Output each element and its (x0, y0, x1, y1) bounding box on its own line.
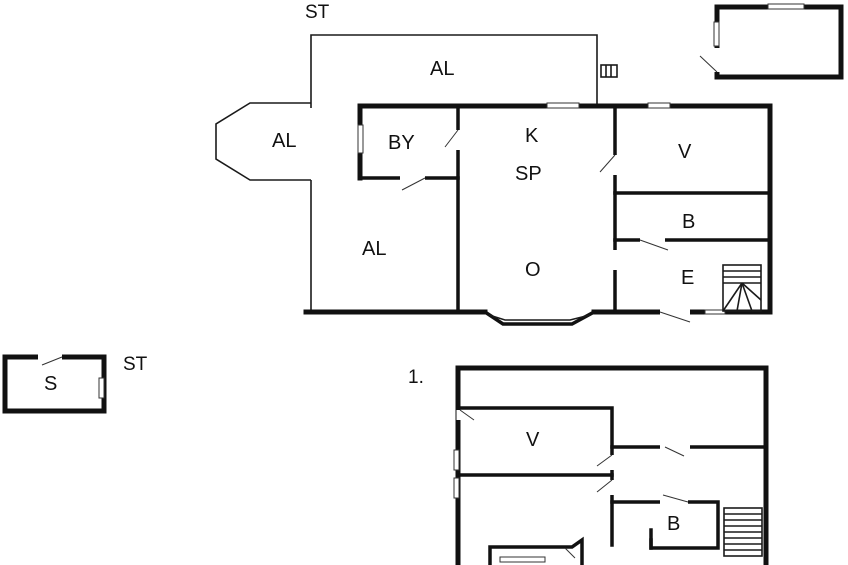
ground-floor-header: ST (305, 2, 330, 23)
patio-steps (600, 64, 618, 78)
house-exterior-wall (357, 103, 773, 315)
patio-outline (310, 34, 598, 108)
first-floor: 1. V B (408, 365, 769, 565)
first-floor-room-b: B (667, 513, 680, 535)
room-al-bay: AL (272, 130, 296, 152)
room-sp: SP (515, 163, 542, 185)
bay-window-wall (482, 309, 597, 326)
room-k: K (525, 125, 539, 147)
first-floor-header: 1. (408, 367, 424, 388)
room-al-lower: AL (362, 238, 386, 260)
room-by: BY (388, 132, 415, 154)
ground-floor: ST AL AL AL BY K SP O V B E (215, 2, 773, 326)
first-floor-stairs (723, 507, 763, 557)
first-floor-room-v: V (526, 429, 540, 451)
room-al-top: AL (430, 58, 454, 80)
outbuilding: ST S (2, 353, 148, 414)
bay-patio-outline (215, 102, 311, 181)
outbuilding-header: ST (123, 354, 148, 375)
room-s: S (44, 373, 57, 395)
room-o: O (525, 259, 541, 281)
room-e: E (681, 267, 694, 289)
shed-top-right (699, 3, 844, 80)
ground-stairs (722, 264, 762, 312)
room-b: B (682, 211, 695, 233)
room-v: V (678, 141, 692, 163)
